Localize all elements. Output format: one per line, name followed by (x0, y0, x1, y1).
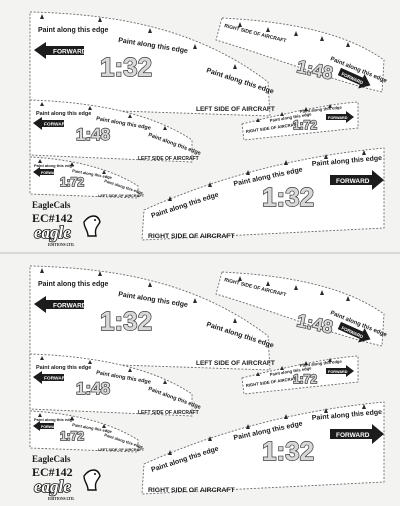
decal-sheet-top-art: Paint along this edge Paint along this e… (29, 11, 388, 247)
forward-arrow: FORWARD (33, 371, 69, 384)
panel-1-72-right: RIGHT SIDE OF AIRCRAFT Paint along this … (241, 101, 359, 141)
eagle-eye-icon (94, 219, 96, 221)
forward-label: FORWARD (328, 370, 348, 374)
scale-label: 1:72 (293, 118, 317, 132)
forward-label: FORWARD (41, 425, 60, 429)
logo-subtitle: EDITIONS LTD. (48, 497, 75, 501)
scale-label: 1:72 (60, 429, 84, 443)
eagle-eye-icon (94, 473, 96, 475)
panel-1-72-left: Paint along this edge Paint along this e… (29, 156, 145, 199)
panel-1-32-left: Paint along this edge Paint along this e… (29, 265, 275, 371)
forward-label: FORWARD (328, 116, 348, 120)
paint-edge-text: Paint along this edge (34, 163, 75, 168)
forward-label: FORWARD (53, 303, 87, 310)
left-side-label: LEFT SIDE OF AIRCRAFT (98, 194, 145, 198)
brand-name: EagleCals (32, 454, 71, 464)
scale-label: 1:32 (262, 182, 314, 212)
paint-edge-text: Paint along this edge (300, 105, 343, 114)
forward-arrow: FORWARD (33, 117, 69, 130)
brand-code: EC#142 (32, 465, 73, 479)
decal-sheet-bottom: Paint along this edge Paint along this e… (0, 254, 400, 506)
eagle-head-icon (83, 215, 101, 237)
panel-1-32-right: Paint along this edge Paint along this e… (141, 147, 385, 241)
scale-label: 1:32 (262, 436, 314, 466)
scale-label: 1:72 (60, 175, 84, 189)
scale-label: 1:72 (293, 372, 317, 386)
scale-label: 1:48 (76, 125, 110, 144)
brand-block: EagleCals EC#142 eagle EDITIONS LTD. (32, 454, 101, 501)
panel-1-48-right: RIGHT SIDE OF AIRCRAFT Paint along this … (215, 271, 388, 347)
left-side-label: LEFT SIDE OF AIRCRAFT (196, 360, 275, 367)
eagle-head-icon (83, 469, 101, 491)
forward-label: FORWARD (41, 171, 60, 175)
forward-arrow: FORWARD (326, 365, 354, 377)
paint-edge-text: Paint along this edge (36, 111, 91, 117)
left-side-label: LEFT SIDE OF AIRCRAFT (138, 410, 199, 416)
forward-label: FORWARD (336, 178, 370, 185)
paint-edge-text: Paint along this edge (300, 359, 343, 368)
paint-edge-text: Paint along this edge (38, 281, 109, 288)
right-side-label: RIGHT SIDE OF AIRCRAFT (148, 487, 235, 494)
forward-arrow: FORWARD (33, 167, 60, 177)
brand-block: EagleCals EC#142 eagle EDITIONS LTD. (32, 200, 101, 247)
forward-label: FORWARD (44, 376, 69, 382)
scale-label: 1:32 (100, 306, 152, 336)
brand-code: EC#142 (32, 211, 73, 225)
left-side-label: LEFT SIDE OF AIRCRAFT (98, 448, 145, 452)
eagle-logo: eagle (34, 223, 71, 242)
left-side-label: LEFT SIDE OF AIRCRAFT (196, 106, 275, 113)
decal-sheet-top: Paint along this edge Paint along this e… (0, 0, 400, 252)
forward-arrow: FORWARD (33, 421, 60, 431)
paint-edge-text: Paint along this edge (36, 365, 91, 371)
logo-subtitle: EDITIONS LTD. (48, 243, 75, 247)
scale-label: 1:32 (100, 52, 152, 82)
decal-sheet-bottom-art: Paint along this edge Paint along this e… (29, 265, 388, 501)
forward-arrow: FORWARD (34, 42, 87, 59)
forward-label: FORWARD (336, 432, 370, 439)
forward-arrow: FORWARD (326, 111, 354, 123)
panel-1-72-left: Paint along this edge Paint along this e… (29, 410, 145, 453)
panel-1-48-left: Paint along this edge Paint along this e… (29, 353, 201, 417)
left-side-label: LEFT SIDE OF AIRCRAFT (138, 156, 199, 162)
forward-arrow: FORWARD (330, 170, 384, 190)
brand-name: EagleCals (32, 200, 71, 210)
paint-edge-text: Paint along this edge (269, 111, 312, 123)
forward-arrow: FORWARD (330, 424, 384, 444)
paint-edge-text: Paint along this edge (269, 365, 312, 377)
panel-1-48-right: RIGHT SIDE OF AIRCRAFT Paint along this … (215, 17, 388, 93)
scale-label: 1:48 (76, 379, 110, 398)
panel-1-72-right: RIGHT SIDE OF AIRCRAFT Paint along this … (241, 355, 359, 395)
forward-arrow: FORWARD (34, 296, 87, 313)
paint-edge-text: Paint along this edge (38, 27, 109, 34)
forward-label: FORWARD (53, 49, 87, 56)
paint-edge-text: Paint along this edge (34, 417, 75, 422)
sheet-divider (0, 252, 400, 254)
forward-label: FORWARD (44, 122, 69, 128)
right-side-label: RIGHT SIDE OF AIRCRAFT (148, 233, 235, 240)
panel-1-32-right: Paint along this edge Paint along this e… (141, 401, 385, 495)
eagle-logo: eagle (34, 477, 71, 496)
